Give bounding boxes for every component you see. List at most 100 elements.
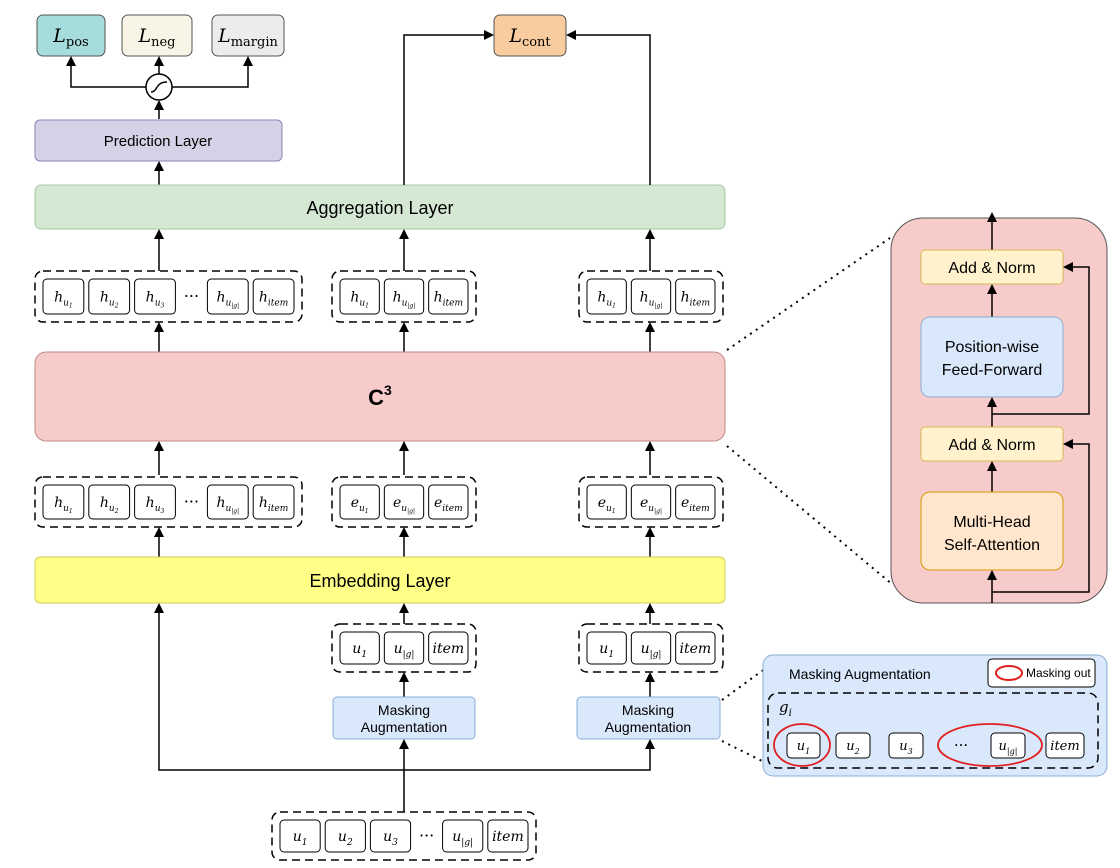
token-label: u1 xyxy=(352,641,367,660)
mhsa-box: Multi-Head Self-Attention xyxy=(920,491,1064,571)
mhsa-line2: Self-Attention xyxy=(944,537,1040,554)
token-box xyxy=(42,278,85,315)
token-label: hitem xyxy=(681,290,710,309)
token-label: u1 xyxy=(599,641,614,660)
aggregation-layer-label: Aggregation Layer xyxy=(306,198,453,218)
token-box xyxy=(630,631,672,665)
token-label: eu1 xyxy=(351,495,369,515)
token-label: hu|g| xyxy=(216,290,239,310)
token-box xyxy=(88,484,131,520)
add-norm-top-box: Add & Norm xyxy=(920,249,1064,285)
token-box xyxy=(339,278,380,315)
token-box xyxy=(675,484,716,520)
token-label: hitem xyxy=(434,290,463,309)
token-group-augmented-2: u1 u|g| item xyxy=(578,623,724,673)
token-label: item xyxy=(432,641,464,657)
zoom-line-top xyxy=(726,237,891,351)
embedding-layer: Embedding Layer xyxy=(34,556,726,604)
masking-legend-ellipse xyxy=(995,665,1023,681)
token-box xyxy=(990,732,1026,759)
token-box xyxy=(428,631,469,665)
ellipsis: ··· xyxy=(184,287,199,306)
prediction-layer-label: Prediction Layer xyxy=(104,133,212,150)
token-box xyxy=(134,484,176,520)
loss-pos-sub: pos xyxy=(66,35,89,50)
token-box xyxy=(835,732,871,759)
token-box xyxy=(888,732,924,759)
token-label: u2 xyxy=(846,739,859,756)
token-label: u|g| xyxy=(641,641,662,660)
zoom-line-bottom xyxy=(726,445,894,586)
token-label: eitem xyxy=(434,495,463,514)
token-group-augmented-1: u1 u|g| item xyxy=(331,623,477,673)
token-box xyxy=(675,631,716,665)
token-label: eu|g| xyxy=(640,495,662,515)
masking-box-2-line2: Augmentation xyxy=(605,719,691,735)
token-box xyxy=(324,819,366,853)
token-label: eu1 xyxy=(598,495,616,515)
ffn-line2: Feed-Forward xyxy=(942,362,1042,379)
svg-text:Lpos: Lpos xyxy=(52,25,88,50)
add-norm-top-label: Add & Norm xyxy=(948,260,1035,277)
svg-text:gi: gi xyxy=(779,698,792,719)
token-label: hu1 xyxy=(597,290,616,310)
token-box xyxy=(630,484,672,520)
token-box xyxy=(279,819,321,853)
zoom-line-mask-bottom xyxy=(721,740,767,764)
token-label: hitem xyxy=(259,290,288,309)
loss-neg-main: L xyxy=(137,25,151,47)
ffn-box: Position-wise Feed-Forward xyxy=(920,316,1064,398)
token-box xyxy=(88,278,131,315)
ellipsis: ··· xyxy=(419,826,434,845)
inset-group-label-sub: i xyxy=(789,708,792,719)
ellipsis: ··· xyxy=(184,492,199,511)
token-label: u|g| xyxy=(394,641,415,660)
token-label: hu|g| xyxy=(393,290,416,310)
token-box xyxy=(134,278,176,315)
token-box xyxy=(586,484,627,520)
token-group-outline xyxy=(271,811,537,861)
loss-margin-main: L xyxy=(217,25,231,47)
token-box xyxy=(630,278,672,315)
token-label: u|g| xyxy=(999,739,1018,756)
add-norm-bottom-label: Add & Norm xyxy=(948,437,1035,454)
token-box xyxy=(252,278,295,315)
loss-pos-main: L xyxy=(52,25,66,47)
c3-superscript: 3 xyxy=(384,382,392,398)
token-group-outline xyxy=(34,270,303,323)
add-norm-bottom-box: Add & Norm xyxy=(920,426,1064,462)
loss-margin-sub: margin xyxy=(231,35,279,50)
token-label: hu3 xyxy=(146,495,165,515)
masking-box-1-line1: Masking xyxy=(378,702,430,718)
masking-augmentation-box-2: Masking Augmentation xyxy=(576,696,721,740)
token-label: u3 xyxy=(383,829,398,848)
token-label: hu2 xyxy=(100,290,119,310)
token-box xyxy=(252,484,295,520)
token-label: hu|g| xyxy=(640,290,663,310)
token-box xyxy=(586,631,627,665)
token-box xyxy=(487,819,529,853)
masking-augmentation-box-1: Masking Augmentation xyxy=(332,696,476,740)
token-box xyxy=(339,484,380,520)
token-label: hu3 xyxy=(146,290,165,310)
token-box xyxy=(383,278,425,315)
token-group-upper-3: hu1 hu|g| hitem xyxy=(578,270,724,323)
loss-neg-box: Lneg xyxy=(121,14,193,57)
mask-ellipse-u1 xyxy=(773,723,831,767)
loss-neg-sub: neg xyxy=(151,35,175,50)
token-label: hu1 xyxy=(54,495,73,515)
c3-block: C3 xyxy=(34,351,726,442)
token-label: hitem xyxy=(259,495,288,514)
token-box xyxy=(42,484,85,520)
loss-cont-sub: cont xyxy=(522,35,551,50)
masking-box-2-line1: Masking xyxy=(622,702,674,718)
token-label: item xyxy=(679,641,711,657)
